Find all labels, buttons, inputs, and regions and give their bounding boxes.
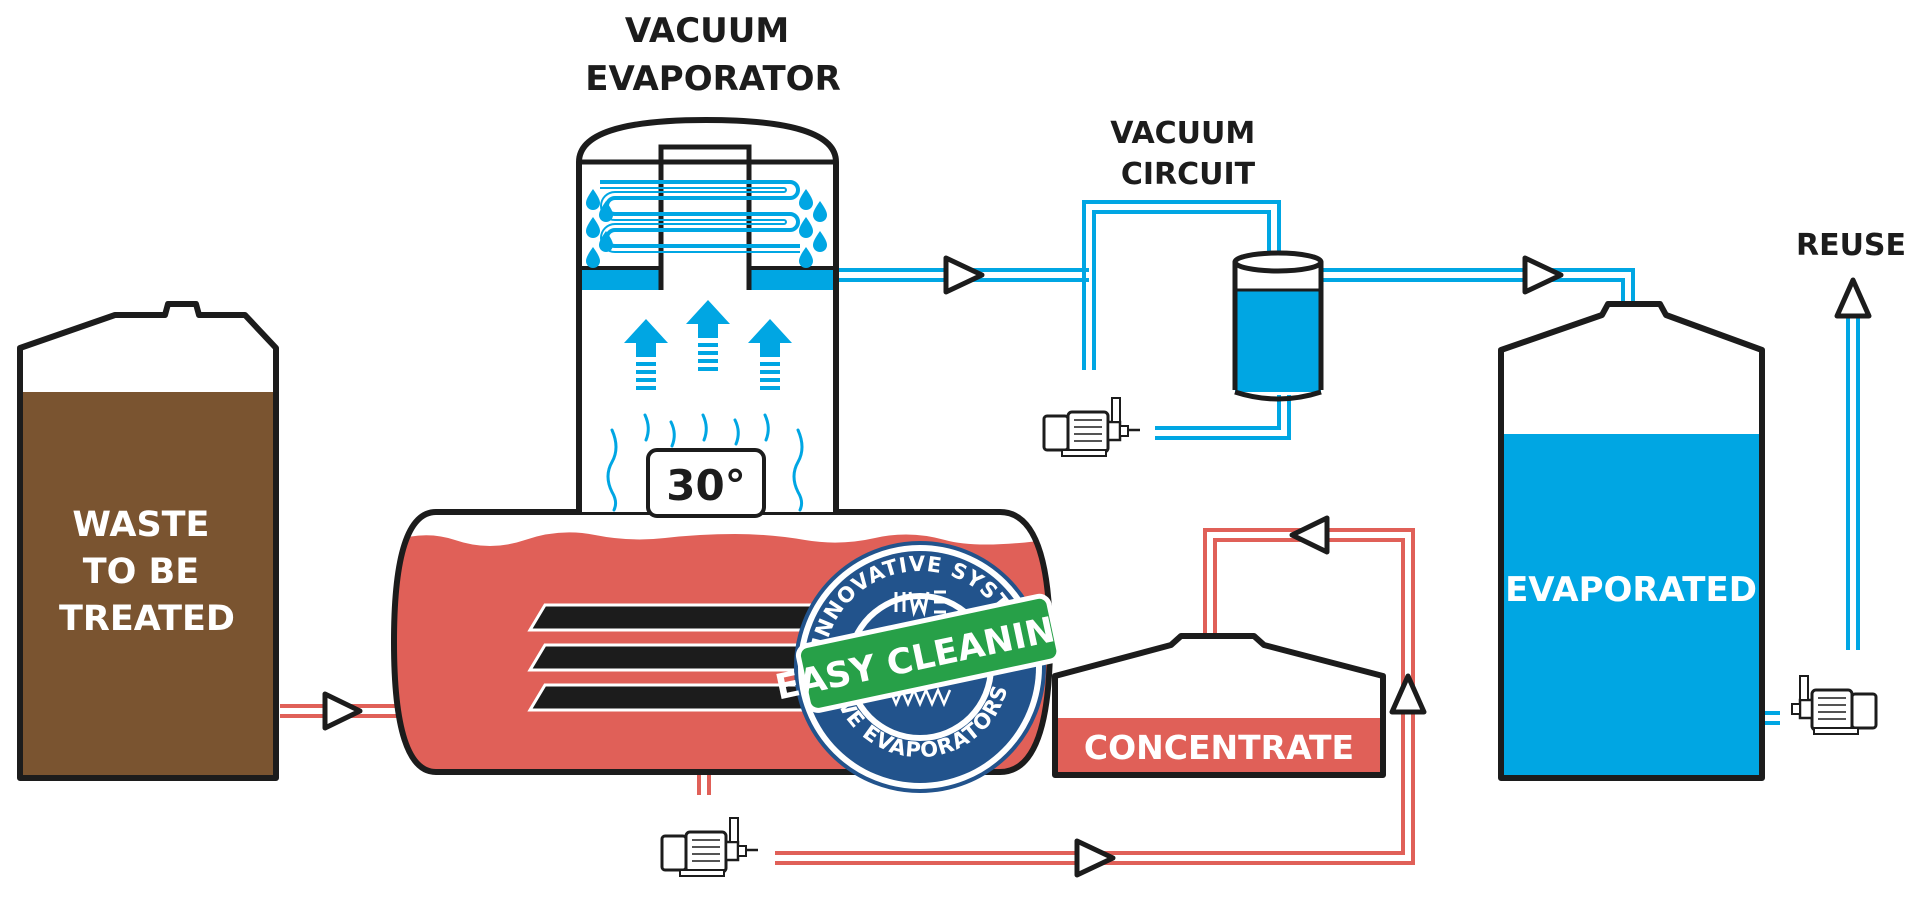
evaporated-tank <box>1498 301 1765 781</box>
vapor-pipe <box>836 200 1281 370</box>
vacuum-circuit-label: VACUUM CIRCUIT <box>1110 116 1265 192</box>
concentrate-tank <box>1052 633 1386 778</box>
waste-tank <box>17 301 279 781</box>
reuse-pipe <box>1764 316 1860 725</box>
recirculation-pipe <box>697 528 1415 865</box>
waste-tank-label: WASTE TO BE TREATED <box>59 505 235 639</box>
concentrate-label: CONCENTRATE <box>1084 728 1354 767</box>
flow-arrow-icon <box>322 255 1872 878</box>
evaporated-label: EVAPORATED <box>1505 570 1757 610</box>
condensate-pipe <box>1322 268 1635 305</box>
temperature-display <box>646 448 766 518</box>
easy-cleaning-badge: INNOVATIVE SYSTEM IWE EVAPORATORS EASY C… <box>772 541 1087 793</box>
iwe-logo <box>894 590 946 618</box>
vacuum-pump-return-pipe <box>1155 395 1291 440</box>
temperature-value: 30° <box>666 461 745 510</box>
vacuum-receiver <box>1232 250 1324 402</box>
evaporator-title: VACUUM EVAPORATOR <box>585 11 841 99</box>
pump-outlet-stubs <box>746 428 1140 852</box>
badge-ribbon <box>795 593 1062 713</box>
heat-wave-icon <box>606 413 804 512</box>
reuse-label: REUSE <box>1796 228 1906 263</box>
